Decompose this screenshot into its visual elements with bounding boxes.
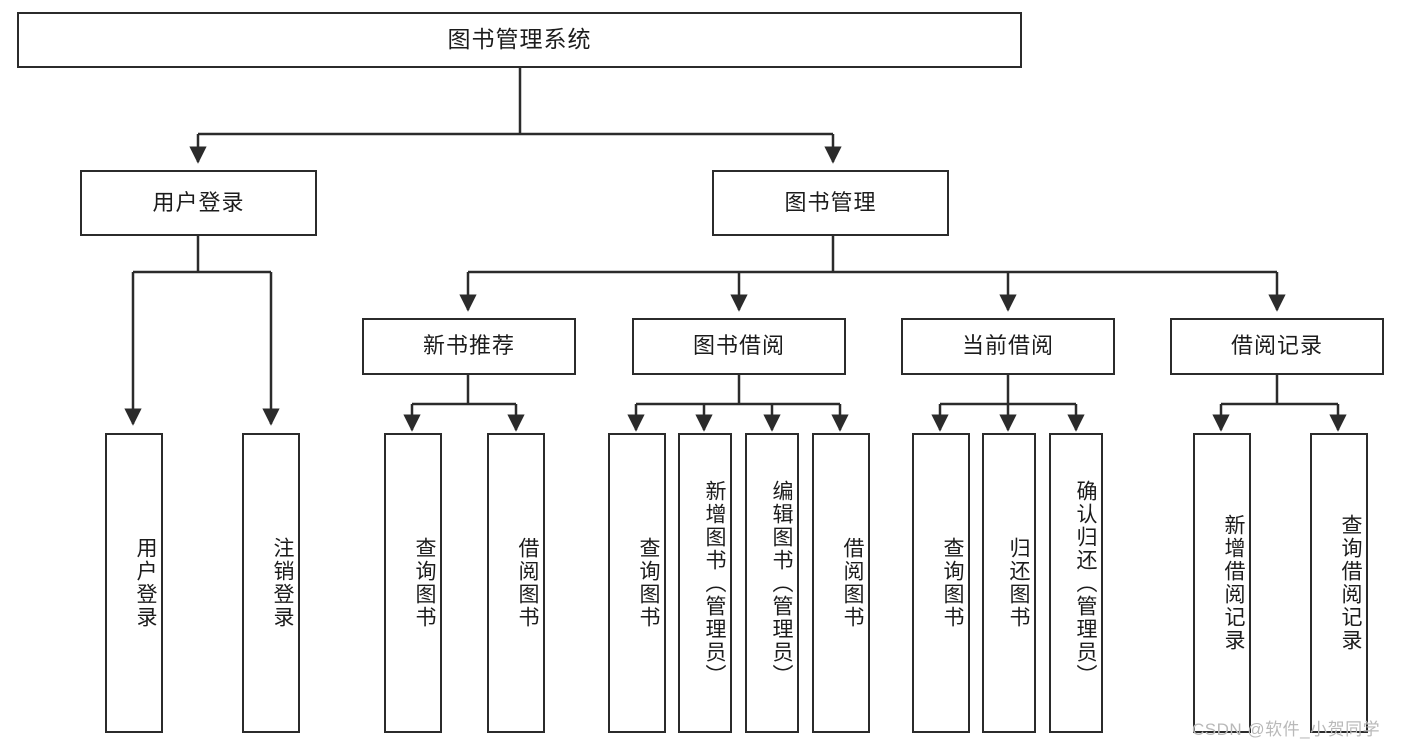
node-leaf-add-book[interactable]: 新增图书（管理员） xyxy=(678,433,732,733)
node-root-system[interactable]: 图书管理系统 xyxy=(17,12,1022,68)
csdn-watermark: CSDN @软件_小贺同学 xyxy=(1192,720,1381,739)
node-book-manage[interactable]: 图书管理 xyxy=(712,170,949,236)
node-leaf-query-book-3[interactable]: 查询图书 xyxy=(912,433,970,733)
node-leaf-return-book[interactable]: 归还图书 xyxy=(982,433,1036,733)
node-book-borrow[interactable]: 图书借阅 xyxy=(632,318,846,375)
node-leaf-borrow-book-1[interactable]: 借阅图书 xyxy=(487,433,545,733)
node-leaf-add-record[interactable]: 新增借阅记录 xyxy=(1193,433,1251,733)
node-leaf-query-book-2[interactable]: 查询图书 xyxy=(608,433,666,733)
node-user-login[interactable]: 用户登录 xyxy=(80,170,317,236)
node-new-book-recommend[interactable]: 新书推荐 xyxy=(362,318,576,375)
node-leaf-query-book-1[interactable]: 查询图书 xyxy=(384,433,442,733)
node-current-borrow[interactable]: 当前借阅 xyxy=(901,318,1115,375)
node-leaf-query-record[interactable]: 查询借阅记录 xyxy=(1310,433,1368,733)
node-leaf-borrow-book-2[interactable]: 借阅图书 xyxy=(812,433,870,733)
node-leaf-user-login[interactable]: 用户登录 xyxy=(105,433,163,733)
node-leaf-edit-book[interactable]: 编辑图书（管理员） xyxy=(745,433,799,733)
node-borrow-record[interactable]: 借阅记录 xyxy=(1170,318,1384,375)
node-leaf-logout[interactable]: 注销登录 xyxy=(242,433,300,733)
node-leaf-confirm-return[interactable]: 确认归还（管理员） xyxy=(1049,433,1103,733)
